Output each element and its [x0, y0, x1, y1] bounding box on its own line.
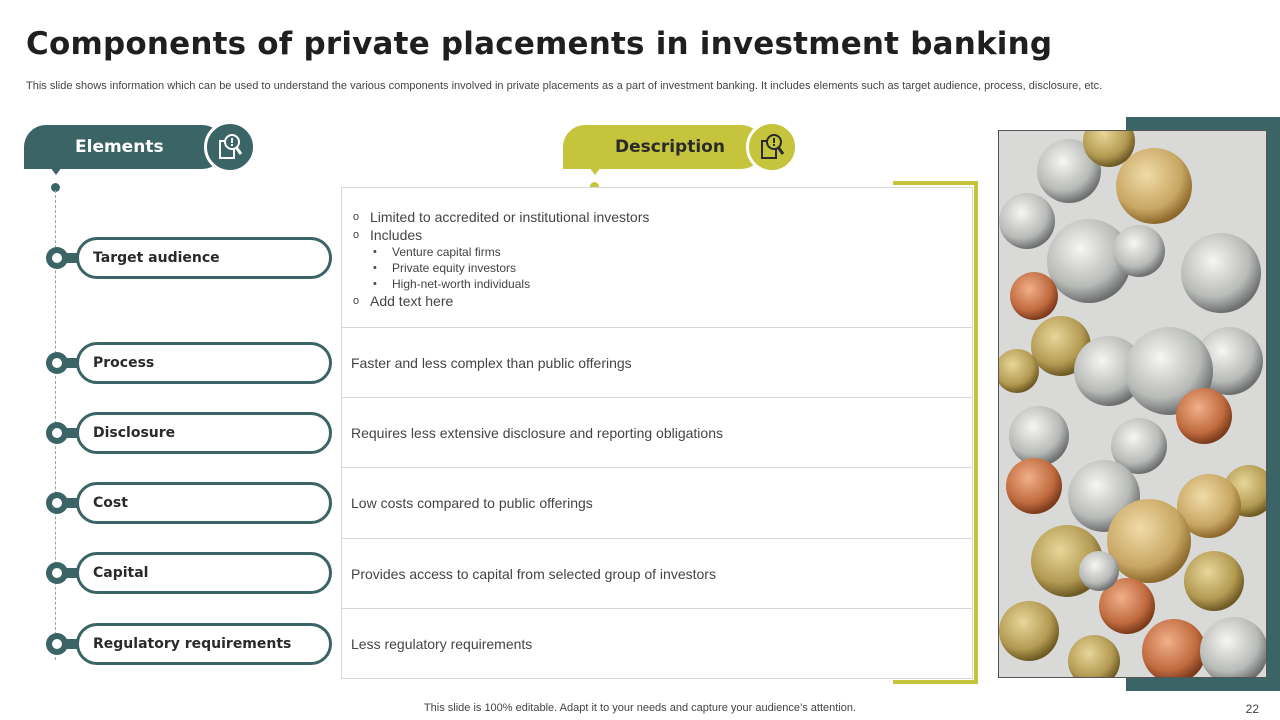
description-row-capital: Provides access to capital from selected… [342, 539, 972, 609]
page-number: 22 [1245, 702, 1259, 716]
element-label: Cost [93, 495, 128, 511]
element-label: Target audience [93, 250, 220, 266]
connector-ring-icon [46, 352, 68, 374]
description-row-process: Faster and less complex than public offe… [342, 328, 972, 398]
connector-ring-icon [46, 633, 68, 655]
element-label: Regulatory requirements [93, 636, 292, 652]
description-header-tail [589, 167, 601, 175]
elements-header-label: Elements [75, 137, 164, 157]
elements-header-dot [51, 183, 60, 192]
connector-ring-icon [46, 247, 68, 269]
magnifier-document-icon [204, 121, 256, 173]
alert-document-icon [746, 121, 798, 173]
elements-header-tail [50, 167, 62, 175]
list-item: Limited to accredited or institutional i… [353, 208, 649, 226]
element-item-cost: Cost [46, 482, 334, 524]
description-row-cost: Low costs compared to public offerings [342, 468, 972, 539]
element-label: Capital [93, 565, 149, 581]
description-header: Description [563, 121, 798, 175]
slide-title: Components of private placements in inve… [26, 26, 1053, 62]
element-item-target-audience: Target audience [46, 237, 334, 279]
sub-list-item: Venture capital firms [373, 244, 649, 260]
connector-ring-icon [46, 562, 68, 584]
description-row-regulatory: Less regulatory requirements [351, 635, 533, 652]
element-label: Disclosure [93, 425, 176, 441]
description-panel: Limited to accredited or institutional i… [341, 187, 973, 679]
footer-note: This slide is 100% editable. Adapt it to… [423, 702, 857, 714]
element-item-disclosure: Disclosure [46, 412, 334, 454]
list-item: Add text here [353, 292, 649, 310]
element-item-regulatory-requirements: Regulatory requirements [46, 623, 334, 665]
description-header-dot [590, 182, 599, 191]
elements-header: Elements [24, 121, 256, 175]
description-row-disclosure: Requires less extensive disclosure and r… [342, 398, 972, 468]
connector-ring-icon [46, 492, 68, 514]
description-accent-bracket [893, 181, 978, 684]
connector-ring-icon [46, 422, 68, 444]
element-label: Process [93, 355, 155, 371]
slide-subtitle: This slide shows information which can b… [26, 80, 1103, 92]
description-row-target-audience: Limited to accredited or institutional i… [342, 188, 972, 328]
coins-photo [998, 130, 1267, 678]
element-item-process: Process [46, 342, 334, 384]
list-item: Includes [353, 226, 649, 244]
sub-list-item: Private equity investors [373, 260, 649, 276]
element-item-capital: Capital [46, 552, 334, 594]
sub-list-item: High-net-worth individuals [373, 276, 649, 292]
description-header-label: Description [615, 137, 725, 157]
